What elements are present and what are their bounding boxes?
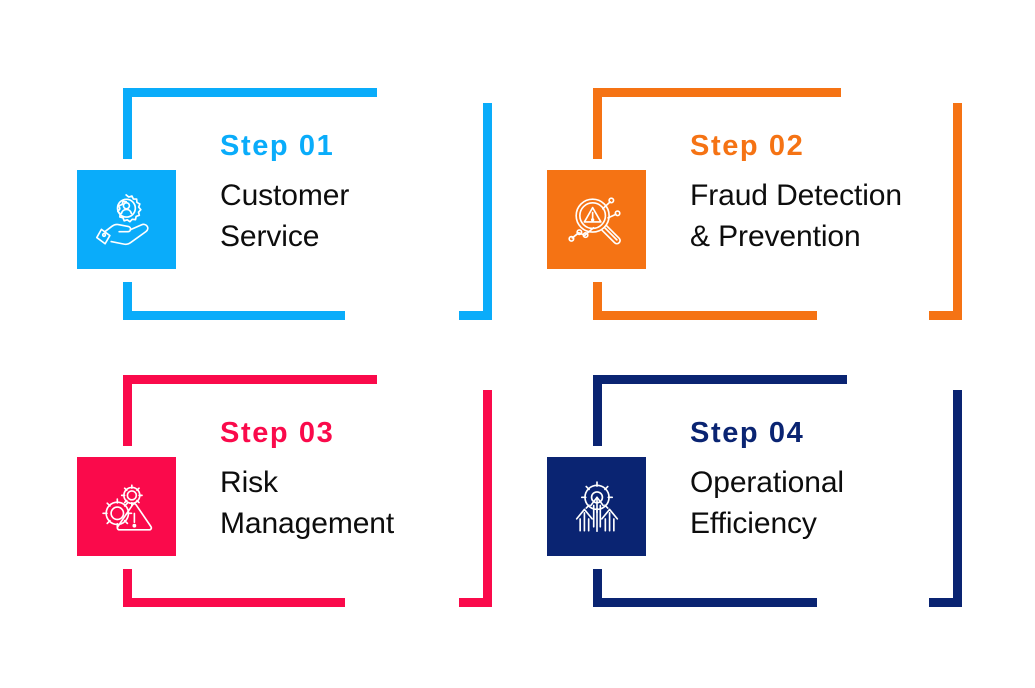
step-card-02: Step 02 Fraud Detection & Prevention — [533, 80, 1003, 338]
step-card-01: Step 01 Customer Service — [63, 80, 533, 338]
bracket-tail-vertical — [953, 103, 962, 320]
bracket-tail-vertical — [953, 390, 962, 607]
bracket-bottom-horizontal — [593, 598, 817, 607]
bracket-top-vertical — [123, 375, 132, 446]
step-title: Customer Service — [220, 179, 350, 253]
step-icon-tile — [77, 170, 176, 269]
bracket-top-horizontal — [123, 88, 377, 97]
step-icon-tile — [547, 457, 646, 556]
step-text-column: Step 01 Customer Service — [220, 129, 520, 257]
step-text-column: Step 04 Operational Efficiency — [690, 416, 990, 544]
bracket-bottom-horizontal — [123, 598, 345, 607]
step-title: Operational Efficiency — [690, 466, 844, 540]
gear-user-in-hand-icon — [95, 189, 158, 251]
step-title: Fraud Detection & Prevention — [690, 179, 902, 253]
step-label: Step 01 — [220, 130, 335, 162]
bracket-tail-vertical — [483, 390, 492, 607]
bracket-bottom-vertical — [593, 569, 602, 607]
bracket-top-vertical — [123, 88, 132, 159]
bracket-tail-foot — [929, 598, 962, 607]
bracket-bottom-horizontal — [123, 311, 345, 320]
bracket-top-vertical — [593, 88, 602, 159]
step-icon-tile — [547, 170, 646, 269]
bracket-top-horizontal — [593, 375, 847, 384]
step-card-03: Step 03 Risk Management — [63, 367, 533, 625]
bracket-top-horizontal — [123, 375, 377, 384]
step-card-04: Step 04 Operational Efficiency — [533, 367, 1003, 625]
step-label: Step 02 — [690, 130, 805, 162]
gear-rising-arrows-icon — [566, 476, 628, 538]
bracket-tail-vertical — [483, 103, 492, 320]
bracket-tail-foot — [929, 311, 962, 320]
magnifier-warning-chart-icon — [566, 189, 628, 251]
step-label: Step 03 — [220, 417, 335, 449]
bracket-bottom-vertical — [593, 282, 602, 320]
step-title: Risk Management — [220, 466, 395, 540]
step-icon-tile — [77, 457, 176, 556]
bracket-top-horizontal — [593, 88, 841, 97]
bracket-bottom-horizontal — [593, 311, 817, 320]
bracket-bottom-vertical — [123, 569, 132, 607]
bracket-tail-foot — [459, 311, 492, 320]
bracket-top-vertical — [593, 375, 602, 446]
bracket-tail-foot — [459, 598, 492, 607]
gears-warning-triangle-icon — [96, 476, 158, 538]
step-text-column: Step 02 Fraud Detection & Prevention — [690, 129, 990, 257]
bracket-bottom-vertical — [123, 282, 132, 320]
step-text-column: Step 03 Risk Management — [220, 416, 520, 544]
step-label: Step 04 — [690, 417, 805, 449]
